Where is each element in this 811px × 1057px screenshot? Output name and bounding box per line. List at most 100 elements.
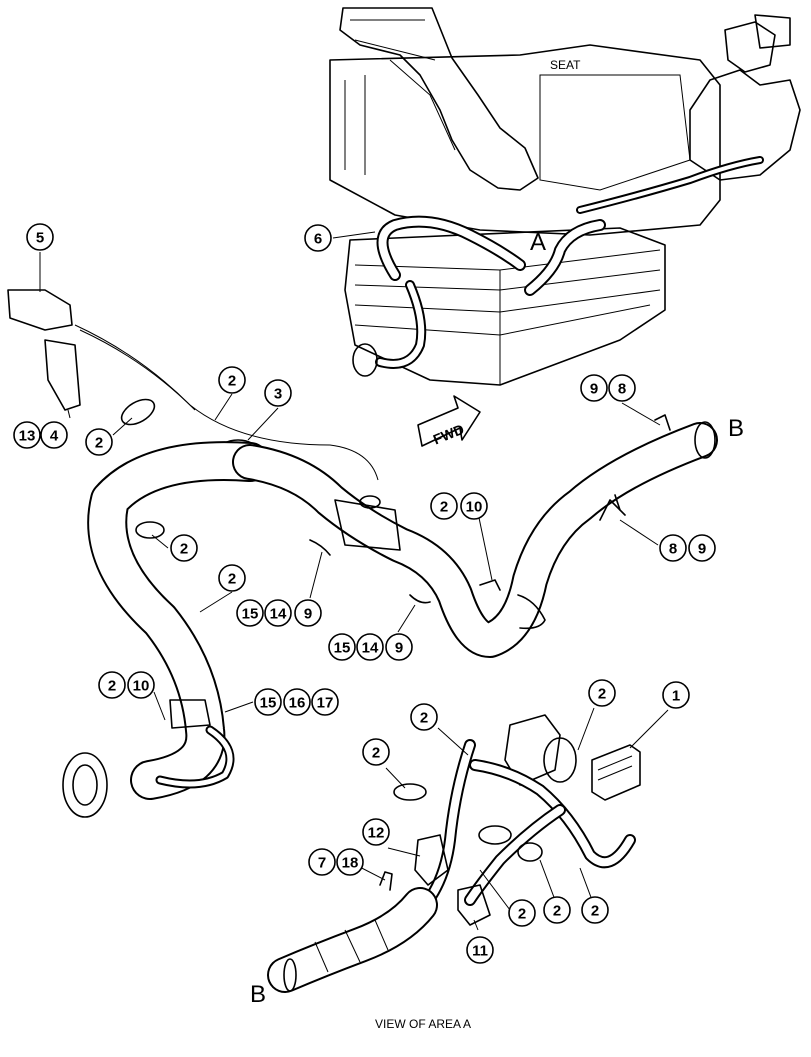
callout-number: 15 xyxy=(242,606,259,623)
callout-circle xyxy=(40,421,68,449)
callout-circle xyxy=(508,899,536,927)
callout-c4: 4 xyxy=(40,421,68,449)
callout-c12: 12 xyxy=(362,818,390,846)
callout-circle xyxy=(304,224,332,252)
callout-number: 11 xyxy=(472,943,488,960)
callout-circle xyxy=(218,564,246,592)
callout-number: 18 xyxy=(342,855,359,872)
end-b-left-label: B xyxy=(250,981,266,1008)
callout-circle xyxy=(430,492,458,520)
callout-circle xyxy=(264,599,292,627)
callout-c14a: 14 xyxy=(264,599,292,627)
callout-number: 10 xyxy=(133,678,150,695)
callout-circle xyxy=(127,671,155,699)
callout-number: 14 xyxy=(270,606,287,623)
callout-number: 7 xyxy=(318,855,326,872)
callout-number: 3 xyxy=(274,386,282,403)
callout-number: 5 xyxy=(36,230,44,247)
callout-c6: 6 xyxy=(304,224,332,252)
callout-number: 2 xyxy=(228,373,236,390)
callout-circle xyxy=(311,688,339,716)
callout-circle xyxy=(308,848,336,876)
callout-circle xyxy=(85,428,113,456)
callout-circle xyxy=(688,534,716,562)
callout-c2f: 2 xyxy=(98,671,126,699)
callout-circle xyxy=(218,366,246,394)
callout-number: 2 xyxy=(598,686,606,703)
main-harness xyxy=(7,289,718,818)
callout-c2b: 2 xyxy=(85,428,113,456)
callout-circle xyxy=(236,599,264,627)
callout-number: 6 xyxy=(314,231,322,248)
seat-assembly: SEAT A xyxy=(329,7,801,386)
callout-circle xyxy=(13,421,41,449)
callout-c9c: 9 xyxy=(294,599,322,627)
callout-circle xyxy=(580,374,608,402)
callout-circle xyxy=(410,703,438,731)
area-a-detail xyxy=(267,714,641,993)
callout-number: 2 xyxy=(553,903,561,920)
callout-number: 17 xyxy=(317,695,334,712)
callout-c18: 18 xyxy=(336,848,364,876)
callout-c2c: 2 xyxy=(430,492,458,520)
callout-c9d: 9 xyxy=(385,633,413,661)
callout-c2a: 2 xyxy=(218,366,246,394)
end-b-right-label: B xyxy=(728,415,744,442)
callout-number: 9 xyxy=(304,606,312,623)
callout-number: 2 xyxy=(440,499,448,516)
callout-number: 4 xyxy=(50,428,59,445)
leader-lines xyxy=(39,231,669,931)
seat-label: SEAT xyxy=(550,58,581,72)
callout-c1: 1 xyxy=(662,681,690,709)
callout-number: 15 xyxy=(260,695,277,712)
callout-number: 2 xyxy=(372,745,380,762)
callout-circle xyxy=(608,374,636,402)
callout-c10b: 10 xyxy=(127,671,155,699)
callout-number: 8 xyxy=(618,381,626,398)
callout-circle xyxy=(283,688,311,716)
callout-circle xyxy=(254,688,282,716)
callout-c11: 11 xyxy=(466,936,494,964)
callout-circle xyxy=(170,534,198,562)
callout-number: 9 xyxy=(590,381,598,398)
callout-number: 2 xyxy=(95,435,103,452)
callout-number: 2 xyxy=(228,571,236,588)
fwd-arrow: FWD xyxy=(417,395,481,448)
callout-number: 15 xyxy=(334,640,351,657)
callout-c2d: 2 xyxy=(170,534,198,562)
callout-c2l: 2 xyxy=(581,896,609,924)
callout-circle xyxy=(328,633,356,661)
callout-circle xyxy=(659,534,687,562)
callout-circle xyxy=(581,896,609,924)
callout-c2g: 2 xyxy=(410,703,438,731)
callout-c15c: 15 xyxy=(254,688,282,716)
callout-number: 2 xyxy=(180,541,188,558)
callout-number: 9 xyxy=(395,640,403,657)
callout-number: 2 xyxy=(108,678,116,695)
callout-c10a: 10 xyxy=(460,492,488,520)
callout-c15a: 15 xyxy=(236,599,264,627)
callout-circle xyxy=(362,818,390,846)
callout-c8b: 8 xyxy=(659,534,687,562)
callout-number: 8 xyxy=(669,541,677,558)
callout-circle xyxy=(264,379,292,407)
callout-c5: 5 xyxy=(26,223,54,251)
callout-circle xyxy=(336,848,364,876)
callout-circle xyxy=(362,738,390,766)
callout-c2e: 2 xyxy=(218,564,246,592)
callout-circle xyxy=(294,599,322,627)
callout-c7: 7 xyxy=(308,848,336,876)
callout-c8a: 8 xyxy=(608,374,636,402)
callout-c16: 16 xyxy=(283,688,311,716)
callout-circle xyxy=(98,671,126,699)
callout-number: 12 xyxy=(368,825,385,842)
callout-c2k: 2 xyxy=(543,896,571,924)
callout-circle xyxy=(543,896,571,924)
callout-c14b: 14 xyxy=(356,633,384,661)
callout-c9a: 9 xyxy=(580,374,608,402)
callout-number: 13 xyxy=(19,428,36,445)
callout-circle xyxy=(466,936,494,964)
callout-c2h: 2 xyxy=(588,679,616,707)
callout-c3: 3 xyxy=(264,379,292,407)
